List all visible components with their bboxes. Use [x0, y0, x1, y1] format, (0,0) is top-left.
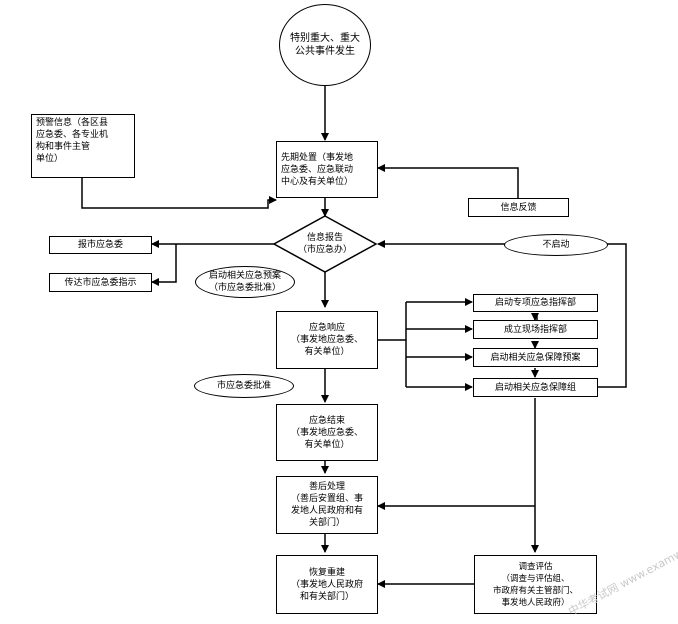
node-aftermath: 善后处理 （善后安置组、事 发地人民政府和有 关部门） [276, 476, 378, 534]
node-start: 特别重大、重大 公共事件发生 [279, 4, 371, 86]
arrow-feedback-to-initial [377, 164, 519, 198]
node-emergency-response: 应急响应 （事发地应急委、 有关单位） [276, 311, 378, 369]
node-not-start: 不启动 [504, 234, 608, 256]
node-site-hq: 成立现场指挥部 [473, 320, 598, 339]
decision-diamond [272, 215, 378, 273]
node-emergency-end: 应急结束 （事发地应急委、 有关单位） [276, 404, 378, 461]
node-feedback: 信息反馈 [468, 198, 569, 217]
node-city-approve: 市应急委批准 [194, 374, 294, 398]
node-info-report: 信息报告 （市应急办） [297, 233, 352, 255]
node-initial: 先期处置（事发地 应急委、应急联动 中心及有关单位） [276, 141, 378, 198]
node-investigate: 调查评估 （调查与评估组、 市政府有关主管部门、 事发地人民政府） [474, 555, 597, 614]
node-support-plan: 启动相关应急保障预案 [473, 348, 598, 367]
arrow-warning-to-initial [81, 177, 277, 209]
node-support-group: 启动相关应急保障组 [473, 378, 598, 397]
node-cmd-hq: 启动专项应急指挥部 [473, 294, 598, 312]
node-restore: 恢复重建 （事发地人民政府 和有关部门） [276, 555, 378, 614]
node-report-city: 报市应急委 [49, 236, 152, 254]
line-feedback-loop [377, 240, 627, 388]
arrow-to-relay [151, 244, 177, 286]
node-relay: 传达市应急委指示 [49, 273, 152, 292]
node-warning: 预警信息（各区县 应急委、各专业机 构和事件主管 单位） [31, 114, 135, 178]
node-start-plan: 启动相关应急预案 （市应急委批准） [195, 266, 295, 298]
